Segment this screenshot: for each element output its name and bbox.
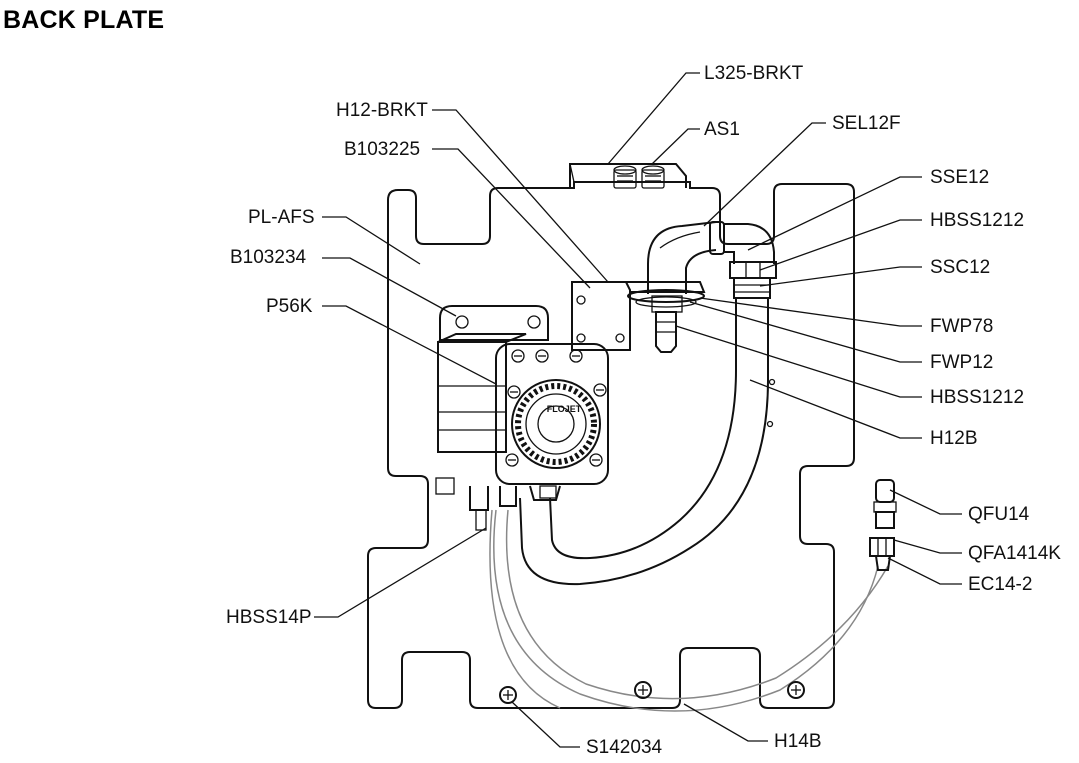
s142034-screw (634, 681, 652, 699)
l325-bracket (569, 163, 687, 189)
hbss1212-nut (729, 261, 777, 279)
label-h12b: H12B (930, 428, 978, 449)
page-title: BACK PLATE (3, 6, 165, 34)
label-ssc12: SSC12 (930, 257, 990, 278)
label-fwp78: FWP78 (930, 316, 993, 337)
label-sel12f: SEL12F (832, 113, 901, 134)
as1-screw (613, 165, 637, 189)
label-qfu14: QFU14 (968, 504, 1030, 525)
pump-brand-text: FLOJET (547, 404, 582, 414)
label-h12-brkt: H12-BRKT (336, 100, 428, 121)
label-fwp12: FWP12 (930, 352, 993, 373)
hbss1212-barb (655, 311, 677, 353)
h12-bracket (571, 281, 706, 351)
s142034-screw (787, 681, 805, 699)
sel12f-elbow (647, 221, 725, 294)
ec14-2-barb (874, 555, 892, 571)
label-b103225: B103225 (344, 139, 420, 160)
label-qfa1414k: QFA1414K (968, 543, 1061, 564)
label-pl-afs: PL-AFS (248, 207, 315, 228)
label-ec14-2: EC14-2 (968, 574, 1032, 595)
plate-hole (768, 378, 776, 386)
as1-screw (641, 165, 665, 189)
p56k-pump: FLOJET (435, 305, 609, 531)
qfa1414k-fitting (869, 537, 895, 557)
fwp-washers (627, 289, 705, 313)
label-hbss1212-top: HBSS1212 (930, 210, 1024, 231)
label-hbss14p: HBSS14P (226, 607, 312, 628)
back-plate-outline (367, 181, 855, 709)
leader-lines (314, 72, 962, 748)
h14b-hose (493, 509, 879, 712)
h12b-hose (549, 298, 737, 560)
label-hbss1212-bottom: HBSS1212 (930, 387, 1024, 408)
sse12-elbow (724, 223, 775, 264)
label-p56k: P56K (266, 296, 313, 317)
s142034-screw (499, 686, 517, 704)
plate-hole (766, 420, 774, 428)
qfu14-fitting (873, 479, 897, 529)
label-h14b: H14B (774, 731, 822, 752)
label-s142034: S142034 (586, 737, 663, 758)
ssc12-ring (733, 277, 771, 299)
label-as1: AS1 (704, 119, 740, 140)
label-sse12: SSE12 (930, 167, 989, 188)
label-b103234: B103234 (230, 247, 307, 268)
label-l325-brkt: L325-BRKT (704, 63, 804, 84)
